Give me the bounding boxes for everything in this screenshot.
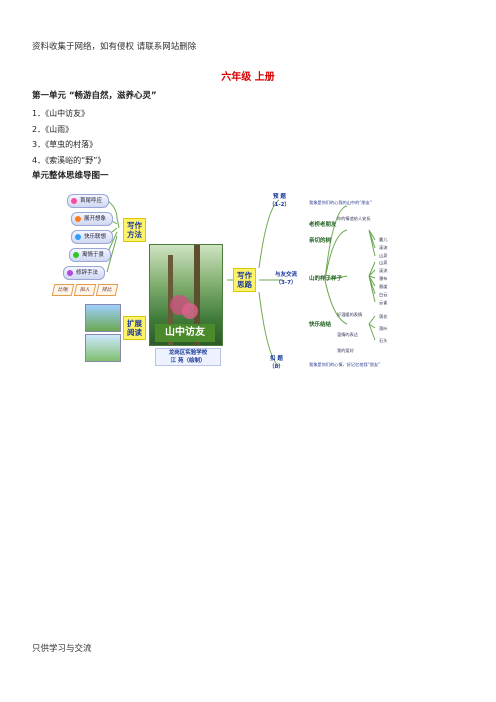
pill-shouwei: 首尾呼应 [67, 194, 110, 208]
tiny-note-2: 温情的表达 [337, 332, 358, 337]
mindmap: 首尾呼应 展开想象 快乐联想 寓情于景 修辞手法 写作 方法 扩展 阅读 比喻 … [47, 188, 403, 376]
pill-dot-icon [71, 198, 77, 204]
node-kuaile: 快乐结结 [309, 322, 332, 328]
node-laoqiao: 老桥老朋友 [309, 222, 337, 228]
lesson-item: 1．《山中访友》 [32, 109, 90, 118]
credit-box: 龙岗区实验学校 江 苑（绘制） [155, 348, 221, 366]
page-header: 资料收集于网络，如有侵权 请联系网站删除 [32, 42, 197, 52]
sub-3-1: 落叶 [379, 326, 388, 331]
note-kouti: 我像是你们的心情，好记忆他我“朋友” [309, 362, 381, 367]
node-shan: 山的样子样子 [309, 276, 343, 282]
box-kuozhan-yuedu: 扩展 阅读 [123, 316, 146, 340]
sub-3-2: 石头 [379, 338, 388, 343]
lesson-item: 2．《山雨》 [32, 124, 74, 134]
pill-xiuci: 修辞手法 [63, 266, 106, 280]
box-xiezuo-fangfa: 写作 方法 [123, 218, 146, 242]
tag-niren: 拟人 [73, 284, 97, 296]
lesson-item: 4．《索溪峪的“野”》 [32, 155, 106, 165]
node-shu: 亲切的树 [309, 238, 332, 244]
pill-yuqing: 寓情于景 [69, 248, 112, 262]
sub-2-1: 溪流 [379, 268, 388, 273]
center-title: 山中访友 [155, 324, 215, 342]
tree-illustration [168, 245, 200, 345]
note-yuti: 我像是你们的心我的山中的“朋友” [309, 200, 372, 205]
mindmap-connectors [106, 199, 376, 367]
pill-lianxiang: 快乐联想 [71, 230, 114, 244]
tiny-note-3: 我的爱好 [337, 348, 354, 353]
page-footer: 只供学习与交流 [32, 644, 92, 654]
sub-2-0: 山泉 [379, 260, 388, 265]
sub-2-5: 云雀 [379, 300, 388, 305]
tiny-note-1: 好温暖的表情 [337, 312, 363, 317]
tag-biyu: 比喻 [51, 284, 75, 296]
pill-dot-icon [67, 270, 73, 276]
credit-school: 龙岗区实验学校 [168, 350, 208, 356]
unit-heading: 第一单元 “畅游自然，滋养心灵” [32, 91, 157, 101]
sub-1-2: 山泉 [379, 253, 388, 258]
branch-yuti: 预 题 （1-2） [269, 194, 290, 208]
page-title: 六年级 上册 [221, 72, 275, 83]
sub-3-0: 落花 [379, 314, 388, 319]
sub-2-4: 白云 [379, 292, 388, 297]
sub-1-1: 溪流 [379, 245, 388, 250]
credit-author: 江 苑（绘制） [170, 358, 206, 364]
pill-dot-icon [75, 216, 81, 222]
sub-2-2: 瀑布 [379, 276, 388, 281]
sub-2-3: 悬崖 [379, 284, 388, 289]
lesson-list: 1．《山中访友》 2．《山雨》 3．《草虫的村落》 4．《索溪峪的“野”》 [32, 106, 105, 168]
reading-thumbnail-2 [85, 334, 121, 362]
lesson-item: 3．《草虫的村落》 [32, 140, 98, 149]
reading-thumbnail-1 [85, 304, 121, 332]
box-xiezuo-silu: 写作 思路 [233, 268, 256, 292]
tag-paibi: 排比 [95, 284, 119, 296]
pill-dot-icon [73, 252, 79, 258]
branch-kouti: 扣 题 （8） [269, 356, 284, 370]
mindmap-label: 单元整体思维导图一 [32, 171, 109, 181]
sub-1-0: 露儿 [379, 237, 388, 242]
pill-xiangxiang: 展开想象 [71, 212, 114, 226]
pill-dot-icon [75, 234, 81, 240]
tiny-note-0: 你的情谊给人安抚 [337, 216, 371, 221]
branch-yuyoujiaoliu: 与友交流 （3-7） [275, 272, 298, 286]
